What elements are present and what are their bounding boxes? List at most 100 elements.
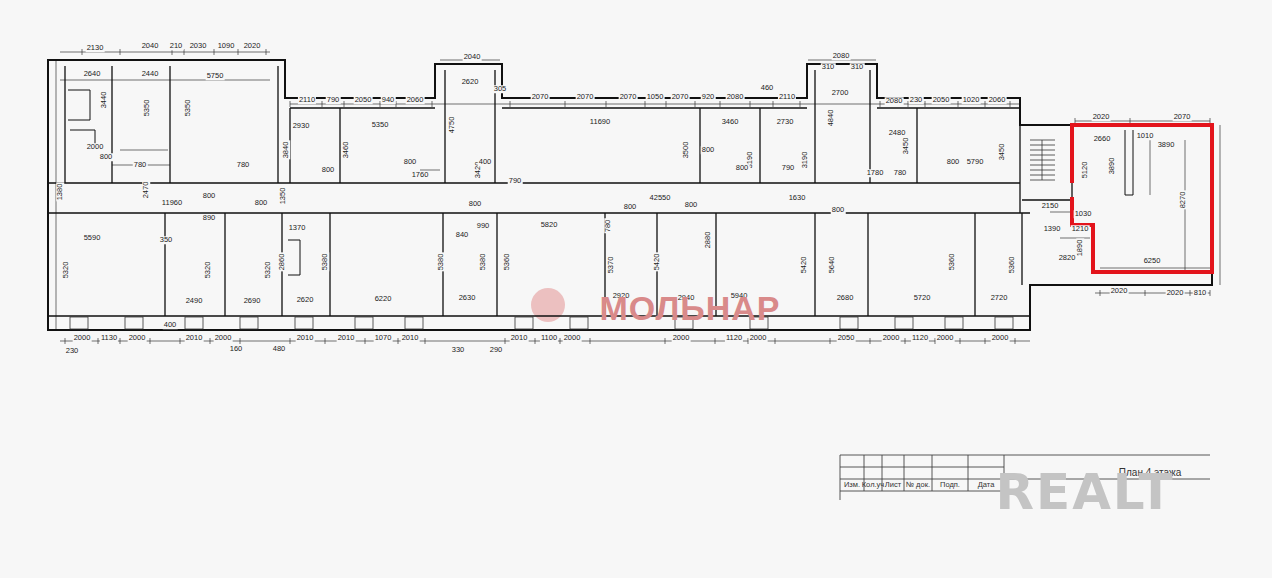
dimension-label: 2860 <box>278 253 286 272</box>
dimension-label: 290 <box>489 346 504 354</box>
dimension-label: 2000 <box>991 334 1010 342</box>
dimension-label: 3440 <box>100 91 108 110</box>
dimension-label: 940 <box>381 96 396 104</box>
dimension-label: 2000 <box>73 334 92 342</box>
dimension-label: 5370 <box>607 256 615 275</box>
dimension-label: 2080 <box>832 52 851 60</box>
dimension-label: 780 <box>604 219 612 234</box>
dimension-label: 800 <box>735 164 750 172</box>
dimension-label: 2070 <box>576 93 595 101</box>
dimension-label: 4840 <box>827 109 835 128</box>
dimension-label: 310 <box>850 63 865 71</box>
dimension-label: 160 <box>229 345 244 353</box>
dimension-label: 2930 <box>292 122 311 130</box>
dimension-label: 780 <box>236 161 251 169</box>
dimension-label: 1050 <box>646 93 665 101</box>
dimension-label: 5360 <box>503 253 511 272</box>
dimension-label: 2440 <box>141 70 160 78</box>
dimension-label: 790 <box>326 96 341 104</box>
watermark: REALT <box>995 467 1174 517</box>
dimension-label: 2700 <box>831 89 850 97</box>
dimension-label: 2020 <box>1092 113 1111 121</box>
dimension-label: 5350 <box>371 121 390 129</box>
dimension-label: 5790 <box>966 158 985 166</box>
dimension-label: 5750 <box>206 72 225 80</box>
dimension-label: 2070 <box>531 93 550 101</box>
dimension-label: 2720 <box>990 294 1009 302</box>
dimension-label: 3500 <box>682 141 690 160</box>
dimension-label: 400 <box>478 158 493 166</box>
dimension-label: 2060 <box>988 96 1007 104</box>
dimension-label: 2020 <box>1110 287 1129 295</box>
dimension-label: 5380 <box>321 253 329 272</box>
dimension-label: 5320 <box>264 261 272 280</box>
dimension-label: 11960 <box>161 199 183 207</box>
dimension-label: 2480 <box>888 129 907 137</box>
dimension-label: 5420 <box>800 256 808 275</box>
dimension-label: 1030 <box>1074 210 1093 218</box>
dimension-label: 1120 <box>911 334 929 342</box>
dimension-label: 800 <box>202 192 217 200</box>
dimension-label: 1780 <box>866 169 885 177</box>
dimension-label: 2470 <box>142 181 150 200</box>
dimension-label: 1120 <box>725 334 743 342</box>
dimension-label: 790 <box>781 164 796 172</box>
dimension-label: 780 <box>133 161 148 169</box>
dimension-label: 990 <box>476 222 491 230</box>
dimension-label: 1020 <box>962 96 981 104</box>
dimension-label: 350 <box>159 236 174 244</box>
dimension-label: 2620 <box>296 296 315 304</box>
dimension-label: 1350 <box>279 187 287 206</box>
dimension-label: 3450 <box>998 143 1006 162</box>
dimension-label: 1890 <box>1076 239 1084 258</box>
dimension-label: 1100 <box>540 334 558 342</box>
dimension-label: 2490 <box>185 297 204 305</box>
title-block-cell: Дата <box>978 481 995 489</box>
dimension-label: 230 <box>65 347 80 355</box>
dimension-label: 5120 <box>1081 161 1089 180</box>
dimension-label: 1630 <box>788 194 807 202</box>
dimension-label: 400 <box>163 321 178 329</box>
dimension-label: 780 <box>893 169 908 177</box>
dimension-label: 2820 <box>1058 254 1077 262</box>
dimension-label: 2010 <box>337 334 356 342</box>
dimension-label: 5360 <box>948 253 956 272</box>
dimension-label: 800 <box>254 199 269 207</box>
title-block-cell: Изм. <box>844 481 860 489</box>
dimension-label: 2020 <box>1166 289 1185 297</box>
dimension-label: 5420 <box>653 253 661 272</box>
dimension-label: 310 <box>821 63 836 71</box>
dimension-label: 790 <box>508 177 523 185</box>
dimension-label: 230 <box>909 96 924 104</box>
dimension-label: 800 <box>684 201 699 209</box>
dimension-label: 1010 <box>1136 132 1155 140</box>
dimension-label: 2000 <box>563 334 582 342</box>
dimension-label: 800 <box>99 153 114 161</box>
dimension-label: 2620 <box>461 78 480 86</box>
dimension-label: 2010 <box>510 334 529 342</box>
dimension-label: 3460 <box>342 141 350 160</box>
dimension-label: 1380 <box>56 183 64 202</box>
dimension-label: 1090 <box>217 42 236 50</box>
dimension-label: 5350 <box>143 99 151 118</box>
dimension-label: 2730 <box>776 118 795 126</box>
dimension-label: 2050 <box>837 334 856 342</box>
dimension-label: 2000 <box>214 334 233 342</box>
title-block-cell: Кол.уч <box>862 481 885 489</box>
dimension-label: 5320 <box>62 261 70 280</box>
dimension-label: 2000 <box>86 143 105 151</box>
dimension-label: 2690 <box>243 297 262 305</box>
dimension-label: 2060 <box>406 96 425 104</box>
logo-mark <box>531 288 565 322</box>
dimension-label: 5320 <box>204 261 212 280</box>
dimension-label: 2080 <box>726 93 745 101</box>
dimension-label: 2000 <box>749 334 768 342</box>
dimension-label: 8270 <box>1179 191 1187 210</box>
dimension-label: 800 <box>403 158 418 166</box>
dimension-label: 1070 <box>374 334 393 342</box>
dimension-label: 1760 <box>411 171 430 179</box>
dimension-label: 2000 <box>128 334 147 342</box>
dimension-label: 3460 <box>721 118 740 126</box>
dimension-label: 480 <box>272 345 287 353</box>
title-block-cell: Подп. <box>940 481 960 489</box>
